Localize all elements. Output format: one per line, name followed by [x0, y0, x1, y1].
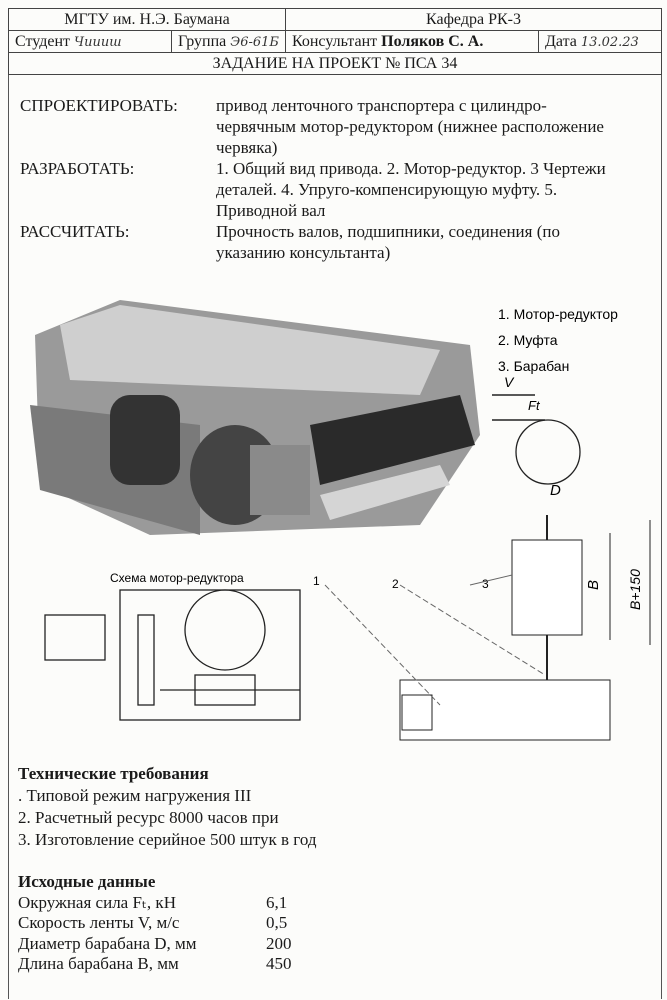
legend-item: 1. Мотор-редуктор [498, 306, 618, 322]
param-value: 0,5 [266, 913, 288, 932]
data-row: Длина барабана B, мм 450 [18, 954, 292, 975]
tech-item: 2. Расчетный ресурс 8000 часов при [18, 808, 279, 827]
assignment-title: ЗАДАНИЕ НА ПРОЕКТ № ПСА 34 [8, 52, 662, 75]
data-row: Диаметр барабана D, мм 200 [18, 934, 292, 955]
callout: 2 [392, 577, 399, 591]
legend-item: 3. Барабан [498, 358, 569, 374]
date-label: Дата [545, 32, 577, 50]
tech-title: Технические требования [18, 764, 209, 783]
data-row: Скорость ленты V, м/с 0,5 [18, 913, 292, 934]
task-section: СПРОЕКТИРОВАТЬ: привод ленточного транспо… [20, 95, 626, 263]
task-value: привод ленточного транспортера с цилиндр… [216, 96, 604, 157]
length-plus-label: B+150 [627, 569, 643, 610]
student-cell: Студент Чиииш [8, 30, 172, 53]
task-value: Прочность валов, подшипники, соединения … [216, 222, 560, 262]
tech-item: 3. Изготовление серийное 500 штук в год [18, 830, 317, 849]
task-label: СПРОЕКТИРОВАТЬ: [20, 96, 178, 115]
department: Кафедра РК-3 [284, 8, 663, 31]
legend-item: 2. Муфта [498, 332, 558, 348]
university: МГТУ им. Н.Э. Баумана [8, 8, 286, 31]
student-signature: Чиииш [74, 34, 122, 50]
callout: 1 [313, 574, 320, 588]
force-label: Ft [528, 398, 541, 413]
consultant-value: Поляков С. А. [381, 32, 484, 50]
consultant-label: Консультант [291, 32, 378, 50]
diameter-label: D [550, 482, 561, 499]
velocity-label: V [504, 374, 515, 390]
header-table: МГТУ им. Н.Э. Баумана Кафедра РК-3 Студе… [8, 8, 663, 75]
task-row: СПРОЕКТИРОВАТЬ: привод ленточного транспо… [20, 95, 626, 158]
reducer-scheme [44, 589, 301, 721]
initial-title: Исходные данные [18, 872, 156, 891]
drum-body [511, 539, 583, 636]
tech-item: . Типовой режим нагружения III [18, 786, 252, 805]
param-value: 6,1 [266, 892, 288, 912]
param-name: Диаметр барабана D, мм [18, 933, 197, 953]
length-label: B [585, 580, 602, 590]
task-row: РАССЧИТАТЬ: Прочность валов, подшипники, … [20, 221, 626, 263]
date-cell: Дата 13.02.23 [538, 30, 662, 53]
task-label: РАССЧИТАТЬ: [20, 222, 130, 241]
consultant-cell: Консультант Поляков С. А. [284, 30, 540, 53]
drive-figure: 1. Мотор-редуктор 2. Муфта 3. Барабан V … [30, 300, 651, 741]
param-name: Длина барабана B, мм [18, 954, 179, 973]
motor-reducer-sketch [399, 679, 611, 741]
task-label: РАЗРАБОТАТЬ: [20, 159, 135, 178]
callout: 3 [482, 577, 489, 591]
param-value: 200 [266, 933, 292, 953]
task-row: РАЗРАБОТАТЬ: 1. Общий вид привода. 2. Мот… [20, 158, 626, 221]
group-label: Группа [178, 32, 227, 50]
task-value: 1. Общий вид привода. 2. Мотор-редуктор.… [216, 159, 606, 220]
group-cell: Группа Э6-61Б [171, 30, 286, 53]
scheme-title: Схема мотор-редуктора [110, 571, 244, 585]
param-value: 450 [266, 954, 292, 973]
param-name: Скорость ленты V, м/с [18, 913, 180, 932]
group-value: Э6-61Б [230, 34, 279, 50]
param-name: Окружная сила Fₜ, кН [18, 892, 176, 912]
data-row: Окружная сила Fₜ, кН 6,1 [18, 893, 292, 914]
student-label: Студент [15, 32, 71, 50]
tech-requirements: Технические требования . Типовой режим н… [18, 763, 316, 851]
conveyor-photo [30, 300, 480, 535]
date-value: 13.02.23 [580, 34, 639, 50]
drum-circle [515, 419, 581, 485]
